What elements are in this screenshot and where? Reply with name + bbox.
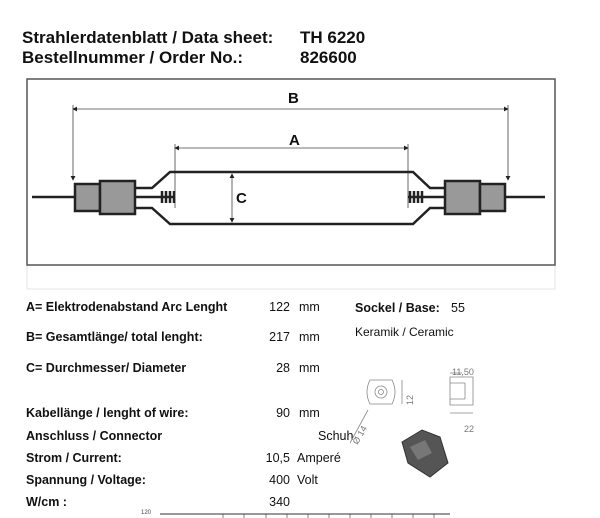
label-c: C (236, 190, 247, 207)
spec-value: 10,5 (265, 451, 290, 465)
spec-unit: Amperé (297, 451, 341, 465)
base-label: Sockel / Base: (355, 301, 440, 315)
order-value: 826600 (300, 48, 357, 67)
dim-width: 11,50 (452, 367, 474, 377)
spec-value: 340 (269, 495, 290, 509)
spec-unit: mm (299, 300, 320, 314)
spec-value: 28 (276, 361, 290, 375)
spec-label: A= Elektrodenabstand Arc Lenght (26, 300, 228, 314)
spec-label: Strom / Current: (26, 451, 122, 465)
base-material: Keramik / Ceramic (355, 325, 454, 339)
spec-unit: mm (299, 406, 320, 420)
chart-grid-stub (160, 513, 450, 518)
label-b: B (288, 90, 299, 107)
spec-label: C= Durchmesser/ Diameter (26, 361, 187, 375)
spec-unit: mm (299, 330, 320, 344)
spec-value: 400 (269, 473, 290, 487)
base-value: 55 (451, 301, 465, 315)
label-a: A (289, 132, 300, 149)
spec-value: 217 (269, 330, 290, 344)
spec-value: 122 (269, 300, 290, 314)
dim-length: 22 (464, 424, 475, 434)
spec-label: W/cm : (26, 495, 67, 509)
spec-value: 90 (276, 406, 290, 420)
spec-label: Anschluss / Connector (26, 429, 163, 443)
order-label: Bestellnummer / Order No.: (22, 48, 244, 67)
spec-value: Schuh (318, 429, 354, 443)
title-label: Strahlerdatenblatt / Data sheet: (22, 28, 274, 47)
chart-y-tick: 120 (141, 510, 152, 516)
spec-label: B= Gesamtlänge/ total lenght: (26, 330, 203, 344)
connector-drawing (349, 372, 474, 478)
title-value: TH 6220 (300, 28, 366, 47)
spec-unit: Volt (297, 473, 318, 487)
dim-height: 12 (405, 394, 416, 406)
spec-unit: mm (299, 361, 320, 375)
lamp-diagram (26, 78, 556, 290)
spec-label: Spannung / Voltage: (26, 473, 146, 487)
spec-label: Kabellänge / lenght of wire: (26, 406, 189, 420)
